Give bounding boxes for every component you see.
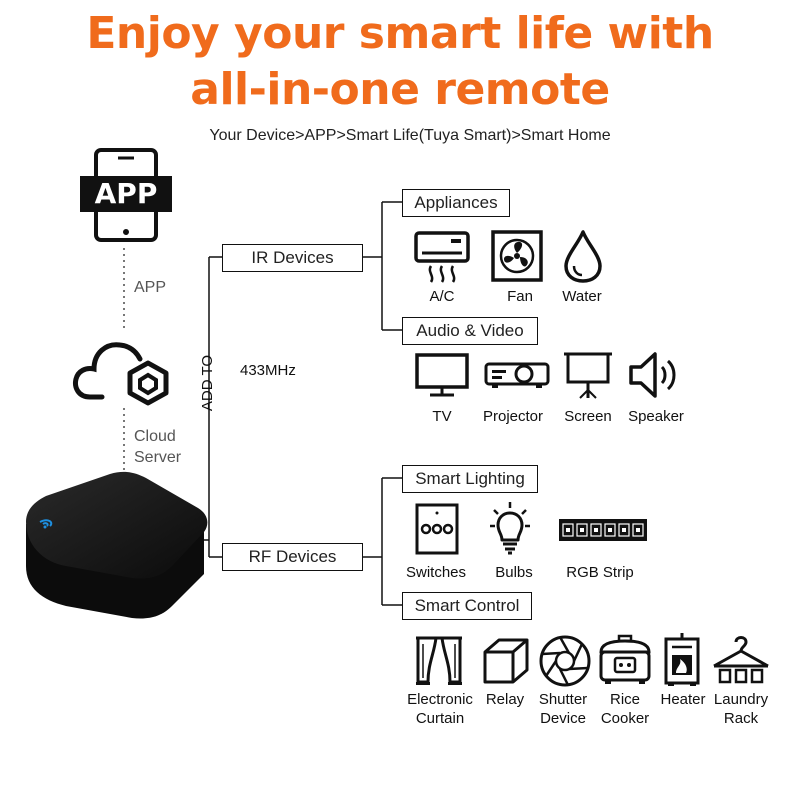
rgb-strip-label: RGB Strip [566, 564, 634, 581]
cloud-server-icon [72, 335, 176, 407]
audio-video-box: Audio & Video [402, 317, 538, 345]
page-subtitle: Your Device>APP>Smart Life(Tuya Smart)>S… [209, 127, 611, 144]
cloud-label-line2: Server [134, 449, 182, 466]
app-label: APP [134, 279, 167, 296]
screen-label: Screen [564, 408, 612, 425]
tv-icon [414, 352, 470, 400]
speaker-icon [628, 350, 682, 400]
smart-ir-rf-hub-image [22, 470, 212, 620]
smart-lighting-box: Smart Lighting [402, 465, 538, 493]
relay-box-icon [481, 636, 531, 686]
frequency-label: 433MHz [240, 362, 296, 379]
smart-control-box: Smart Control [402, 592, 532, 620]
rice-cooker-label-line2: Cooker [600, 710, 650, 727]
laundry-rack-label-line2: Rack [723, 710, 759, 727]
heater-icon [662, 631, 702, 687]
smartphone-app-icon: APP [80, 148, 172, 244]
light-bulb-icon [488, 500, 532, 556]
shutter-label-line1: Shutter [538, 691, 588, 708]
tv-label: TV [432, 408, 452, 425]
rice-cooker-label-line1: Rice [609, 691, 640, 708]
water-label: Water [562, 288, 602, 305]
projector-icon [484, 358, 550, 392]
curtain-label-line2: Curtain [415, 710, 465, 727]
shutter-icon [538, 634, 592, 688]
water-drop-icon [562, 228, 604, 284]
led-strip-icon [558, 518, 648, 542]
rice-cooker-icon [597, 634, 653, 686]
speaker-label: Speaker [628, 408, 684, 425]
page-title-line1: Enjoy your smart life with [86, 8, 714, 59]
curtain-icon [414, 634, 464, 686]
fan-icon [490, 229, 544, 283]
fan-label: Fan [507, 288, 533, 305]
wall-switch-icon [414, 502, 460, 556]
ir-devices-box: IR Devices [222, 244, 363, 272]
bulbs-label: Bulbs [495, 564, 533, 581]
ac-label: A/C [429, 288, 455, 305]
curtain-label-line1: Electronic [407, 691, 473, 708]
switches-label: Switches [405, 564, 467, 581]
appliances-box: Appliances [402, 189, 510, 217]
projection-screen-icon [562, 350, 614, 400]
add-to-label: ADD TO [199, 354, 216, 412]
rf-devices-box: RF Devices [222, 543, 363, 571]
cloud-label-line1: Cloud [134, 428, 176, 445]
relay-label: Relay [485, 691, 525, 708]
heater-label: Heater [660, 691, 706, 708]
shutter-label-line2: Device [540, 710, 586, 727]
page-title-line2: all-in-one remote [190, 64, 610, 115]
laundry-rack-label-line1: Laundry [713, 691, 769, 708]
laundry-rack-icon [710, 632, 772, 688]
app-icon-text: APP [94, 177, 158, 210]
air-conditioner-icon [413, 230, 471, 286]
projector-label: Projector [482, 408, 544, 425]
